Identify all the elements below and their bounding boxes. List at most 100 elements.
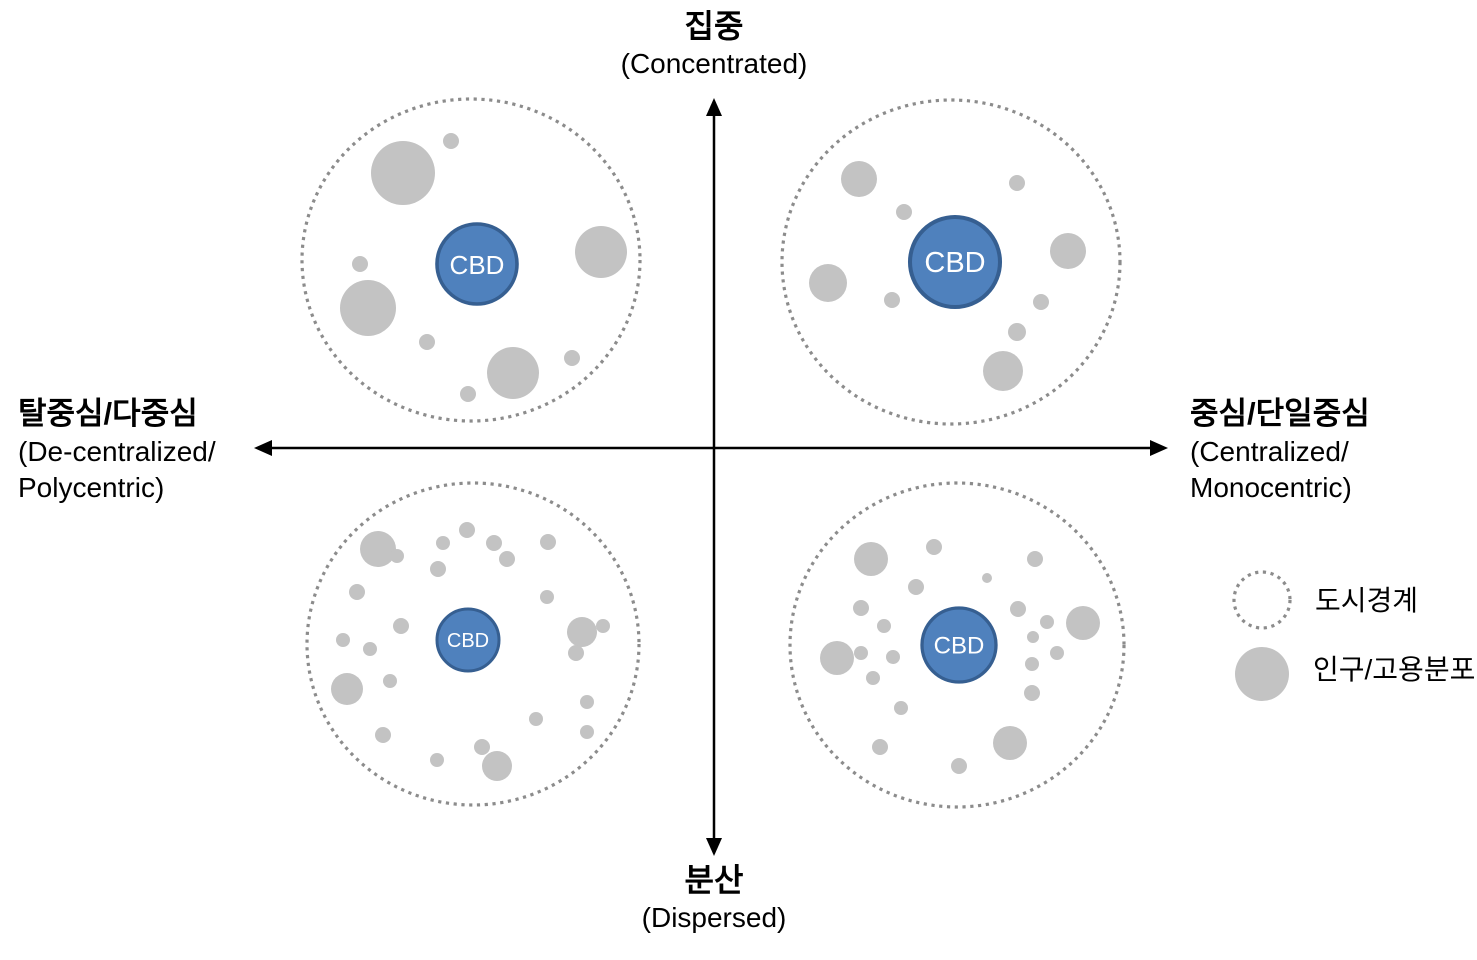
cbd-circle-bottom-left — [435, 607, 501, 673]
population-dot-bottom-right — [1040, 615, 1054, 629]
population-dot-bottom-left — [568, 645, 584, 661]
city-boundary-circle-top-left — [300, 97, 642, 423]
cbd-label-top-right: CBD — [924, 247, 985, 279]
axis-label-bottom-en: (Dispersed) — [641, 902, 787, 933]
population-dot-bottom-right — [1027, 631, 1039, 643]
legend-label-city-boundary: 도시경계 — [1315, 585, 1419, 616]
population-dot-bottom-left — [482, 751, 512, 781]
population-dot-top-left — [564, 350, 580, 366]
population-dot-bottom-left — [363, 642, 377, 656]
population-dot-bottom-left — [474, 739, 490, 755]
axis-arrow-left-icon — [254, 440, 272, 456]
population-dot-bottom-right — [854, 542, 888, 576]
population-dot-bottom-right — [1010, 601, 1026, 617]
population-dot-top-right — [1050, 233, 1086, 269]
population-dot-bottom-left — [430, 561, 446, 577]
axis-label-right: 중심/단일중심 (Centralized/ Monocentric) — [1190, 394, 1370, 506]
population-dot-top-right — [809, 264, 847, 302]
population-dot-bottom-left — [375, 727, 391, 743]
population-dot-bottom-left — [499, 551, 515, 567]
population-dot-bottom-left — [580, 695, 594, 709]
axis-label-left-ko: 탈중심/다중심 — [18, 396, 198, 431]
population-dot-bottom-right — [951, 758, 967, 774]
population-dot-bottom-right — [854, 646, 868, 660]
population-dot-bottom-left — [430, 753, 444, 767]
population-dot-top-left — [340, 280, 396, 336]
population-dot-bottom-left — [436, 536, 450, 550]
cbd-label-top-left: CBD — [450, 250, 505, 280]
axis-label-right-ko: 중심/단일중심 — [1190, 396, 1370, 431]
population-dot-bottom-left — [540, 534, 556, 550]
population-dot-bottom-right — [866, 671, 880, 685]
population-dot-top-left — [419, 334, 435, 350]
axis-label-right-en2: Monocentric) — [1190, 472, 1352, 503]
population-dot-bottom-left — [567, 617, 597, 647]
cbd-circle-top-left — [435, 222, 519, 306]
axis-label-top-ko: 집중 — [684, 8, 744, 44]
population-dot-bottom-left — [349, 584, 365, 600]
population-dot-bottom-right — [1066, 606, 1100, 640]
axis-label-left-en1: (De-centralized/ — [18, 436, 216, 467]
axis-label-left: 탈중심/다중심 (De-centralized/ Polycentric) — [18, 394, 216, 506]
population-dot-bottom-right — [877, 619, 891, 633]
legend-label-population-employment: 인구/고용분포 — [1313, 654, 1476, 685]
population-dot-bottom-right — [1027, 551, 1043, 567]
population-dot-bottom-right — [926, 539, 942, 555]
population-dot-bottom-right — [894, 701, 908, 715]
population-dot-bottom-left — [596, 619, 610, 633]
city-boundary-circle-top-right — [780, 98, 1122, 426]
axis-label-bottom-ko: 분산 — [684, 862, 744, 898]
population-dot-bottom-right — [820, 641, 854, 675]
population-dot-bottom-left — [393, 618, 409, 634]
city-boundary-circle-bottom-right — [788, 481, 1126, 809]
population-dot-bottom-left — [360, 531, 396, 567]
axis-label-left-en2: Polycentric) — [18, 472, 165, 503]
population-dot-top-left — [487, 347, 539, 399]
population-dot-top-left — [460, 386, 476, 402]
population-dot-bottom-left — [529, 712, 543, 726]
population-dot-bottom-left — [580, 725, 594, 739]
population-dot-bottom-right — [1050, 646, 1064, 660]
population-dot-top-right — [1033, 294, 1049, 310]
population-dot-bottom-right — [872, 739, 888, 755]
population-dot-top-right — [1008, 323, 1026, 341]
axis-label-top: 집중 (Concentrated) — [621, 6, 808, 82]
cbd-circle-bottom-right — [920, 606, 998, 684]
population-dot-top-right — [983, 351, 1023, 391]
population-dot-bottom-left — [336, 633, 350, 647]
population-dot-bottom-right — [853, 600, 869, 616]
axis-arrow-top-icon — [706, 98, 722, 116]
population-dot-top-left — [371, 141, 435, 205]
cbd-label-bottom-right: CBD — [934, 633, 985, 660]
population-dot-bottom-left — [383, 674, 397, 688]
population-dot-bottom-left — [459, 522, 475, 538]
population-dot-top-right — [841, 161, 877, 197]
city-boundary-circle-bottom-left — [305, 481, 641, 807]
population-dot-bottom-right — [982, 573, 992, 583]
population-dot-top-right — [1009, 175, 1025, 191]
population-dot-bottom-left — [540, 590, 554, 604]
population-dot-top-left — [443, 133, 459, 149]
population-dot-bottom-left — [390, 549, 404, 563]
axis-label-top-en: (Concentrated) — [620, 48, 808, 79]
population-dot-top-right — [896, 204, 912, 220]
population-dot-bottom-right — [1025, 657, 1039, 671]
population-dot-bottom-right — [1024, 685, 1040, 701]
cbd-label-bottom-left: CBD — [447, 630, 489, 652]
legend-city-boundary-symbol-icon — [1232, 570, 1292, 630]
population-dot-bottom-left — [331, 673, 363, 705]
axis-label-bottom: 분산 (Dispersed) — [642, 860, 787, 936]
axis-label-right-en1: (Centralized/ — [1190, 436, 1349, 467]
axis-arrow-right-icon — [1150, 440, 1168, 456]
legend-population-dot-symbol-icon — [1235, 647, 1289, 701]
population-dot-bottom-left — [486, 535, 502, 551]
population-dot-bottom-right — [993, 726, 1027, 760]
axis-arrow-bottom-icon — [706, 838, 722, 856]
population-dot-top-left — [575, 226, 627, 278]
population-dot-bottom-right — [886, 650, 900, 664]
population-dot-top-right — [884, 292, 900, 308]
cbd-circle-top-right — [907, 214, 1003, 310]
population-dot-top-left — [352, 256, 368, 272]
